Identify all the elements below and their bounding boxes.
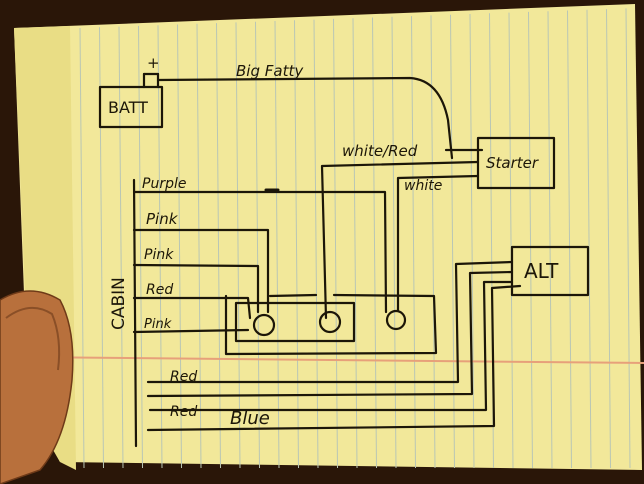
battery-label: BATT [108,98,148,117]
ruled-line [79,27,85,469]
ruled-line [118,26,124,469]
red-wire-1 [132,296,252,320]
purple-wire [132,190,388,314]
ruled-line [547,11,553,469]
battery-cable [156,76,454,160]
ruled-line [255,21,260,469]
pink-wire-2 [132,263,260,314]
alternator-label: ALT [524,259,559,283]
ruled-line [586,9,592,469]
ruled-line [313,19,319,469]
battery-box [98,85,164,129]
battery-plus-label: + [147,54,160,72]
blue-label: Blue [230,408,270,429]
margin-line [17,356,644,364]
terminal-1 [252,313,276,337]
ruled-line [508,12,514,469]
pink-label-3: Pink [144,317,172,332]
ruled-line [372,17,377,469]
ruled-line [469,13,475,469]
pink-wire-3 [132,328,250,334]
cabin-label: CABIN [109,277,129,330]
ruled-line [235,22,241,469]
diagram-ink [98,72,590,448]
ruled-line [333,18,338,469]
ruled-lines [79,8,631,469]
battery-cable-label: Big Fatty [236,62,304,80]
pink-label-1: Pink [146,210,179,228]
ruled-line [625,8,631,469]
pink-wire-1 [132,228,270,314]
fuse-block-inner [234,301,356,343]
white-wire [396,174,480,312]
red-label-1: Red [146,282,173,298]
white-red-wire [320,160,480,320]
ruled-line [411,16,416,469]
starter-label: Starter [486,154,539,172]
notepad-paper [14,4,642,470]
terminal-2 [318,310,342,334]
red-label-2: Red [170,369,197,385]
ruled-line [528,11,533,469]
ruled-line [567,10,572,469]
white-red-label: white/Red [342,142,418,160]
ruled-line [450,14,455,469]
ruled-line [216,23,221,469]
pink-label-2: Pink [144,247,174,263]
white-label: white [404,178,442,194]
ruled-line [157,25,163,469]
ruled-line [177,24,182,469]
terminal-3 [385,309,407,331]
purple-label: Purple [142,176,186,192]
ruled-line [138,25,143,469]
red-label-3: Red [170,404,197,420]
ruled-line [352,18,358,469]
fuse-block-outer [224,293,438,356]
cabin-line [132,178,138,448]
ruled-line [196,23,202,469]
ruled-line [294,20,299,469]
ruled-line [430,15,436,469]
ruled-line [274,20,280,469]
thumb [0,290,74,484]
ruled-line [606,9,611,469]
ruled-line [391,16,397,469]
